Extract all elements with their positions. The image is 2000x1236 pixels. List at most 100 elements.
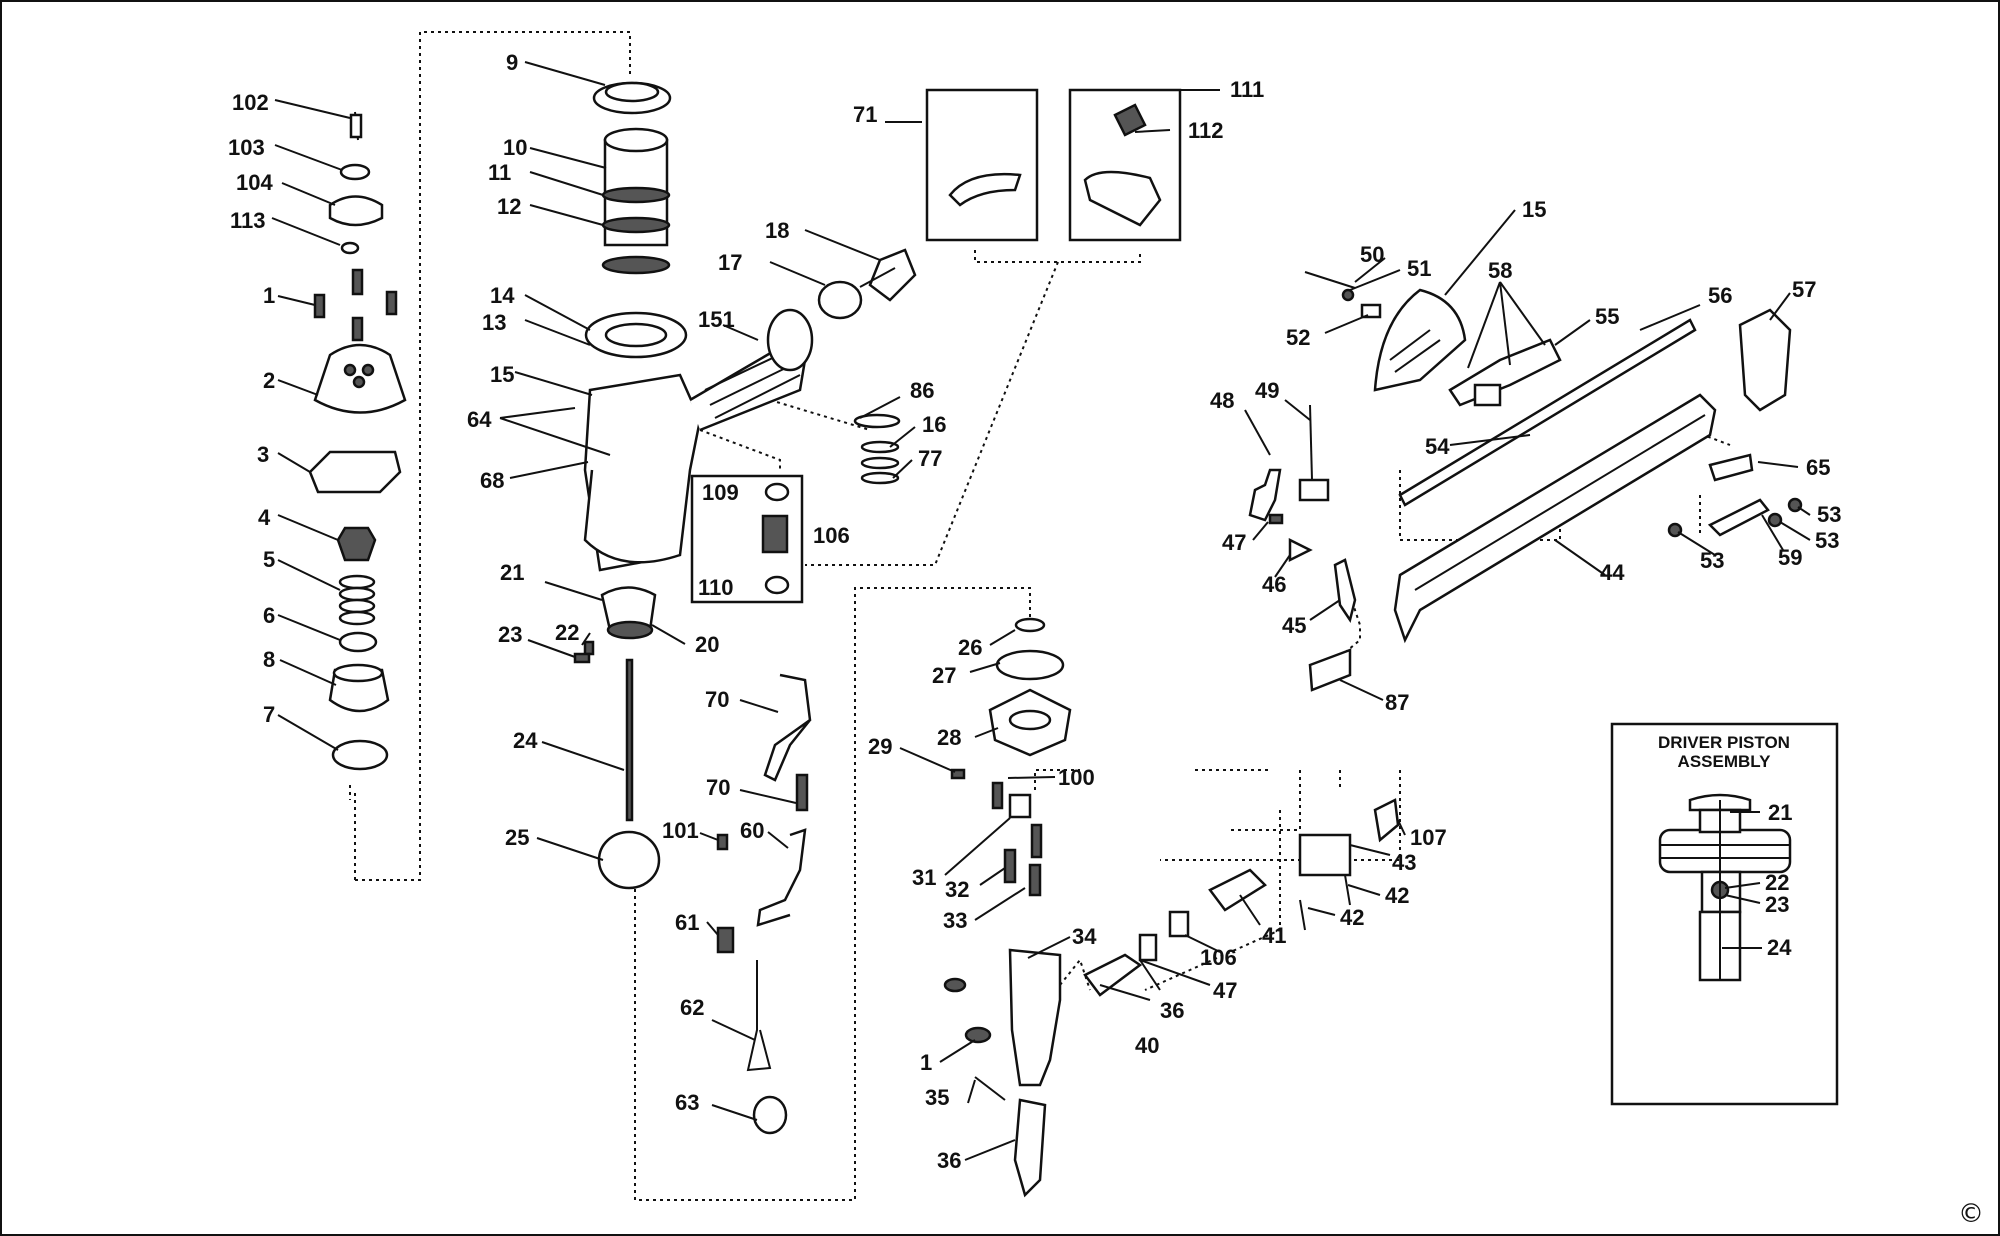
label-59: 59	[1778, 545, 1802, 570]
o-ring-17	[817, 280, 863, 320]
label-10: 10	[503, 135, 527, 160]
label-86: 86	[910, 378, 934, 403]
label-58: 58	[1488, 258, 1512, 283]
label-70-top: 70	[705, 687, 729, 712]
label-1-nose: 1	[920, 1050, 932, 1075]
label-47-nose: 47	[1213, 978, 1237, 1003]
bolt-50	[1304, 271, 1356, 289]
label-7: 7	[263, 702, 275, 727]
cylinder-parts	[584, 81, 688, 359]
pin-32	[1030, 823, 1043, 859]
label-104: 104	[236, 170, 273, 195]
spring-5	[338, 610, 376, 626]
label-13: 13	[482, 310, 506, 335]
label-3: 3	[257, 442, 269, 467]
rail-56	[1398, 318, 1697, 507]
washer-103	[339, 163, 371, 181]
label-49: 49	[1255, 378, 1279, 403]
trigger-70a	[763, 673, 812, 782]
pin-22	[583, 640, 595, 656]
screw-1a	[313, 293, 326, 319]
accessory-boxes	[690, 88, 1182, 604]
label-52: 52	[1286, 325, 1310, 350]
pin-35	[974, 1076, 1006, 1101]
trigger-parts	[716, 673, 812, 1135]
spring-61	[716, 926, 735, 954]
nose-parts	[943, 617, 1400, 1198]
cap-112	[1113, 103, 1147, 137]
driver-piston-inset: DRIVER PISTON ASSEMBLY	[1610, 722, 1839, 1106]
block-43	[1298, 833, 1352, 877]
label-36-bottom: 36	[937, 1148, 961, 1173]
screw-1-nose	[943, 977, 967, 993]
label-22: 22	[555, 620, 579, 645]
spring-70b	[795, 773, 809, 812]
label-106-top: 106	[813, 523, 850, 548]
label-48: 48	[1210, 388, 1234, 413]
label-43: 43	[1392, 850, 1416, 875]
label-57: 57	[1792, 277, 1816, 302]
box-111	[1068, 88, 1182, 242]
valve-4	[336, 526, 377, 562]
pin-42a	[1299, 899, 1306, 931]
label-42-lower: 42	[1340, 905, 1364, 930]
nose-34	[1008, 948, 1062, 1087]
label-26: 26	[958, 635, 982, 660]
label-inset-24: 24	[1767, 935, 1792, 960]
label-1-top: 1	[263, 283, 275, 308]
piston-ring-20	[606, 620, 654, 640]
label-87: 87	[1385, 690, 1409, 715]
label-101: 101	[662, 818, 699, 843]
label-18: 18	[765, 218, 789, 243]
label-16: 16	[922, 412, 946, 437]
bracket-59	[1707, 498, 1770, 537]
label-50: 50	[1360, 242, 1384, 267]
label-20: 20	[695, 632, 719, 657]
label-47-mag: 47	[1222, 530, 1246, 555]
pin-33	[1028, 863, 1042, 897]
label-56: 56	[1708, 283, 1732, 308]
label-45: 45	[1282, 613, 1306, 638]
fitting-106	[761, 514, 789, 554]
label-25: 25	[505, 825, 529, 850]
label-32: 32	[945, 877, 969, 902]
label-71: 71	[853, 102, 877, 127]
label-54: 54	[1425, 434, 1450, 459]
pin-16	[860, 440, 900, 454]
label-4: 4	[258, 505, 271, 530]
label-17: 17	[718, 250, 742, 275]
label-28: 28	[937, 725, 961, 750]
copyright-symbol: ©	[1958, 1199, 1984, 1229]
label-15-right: 15	[1522, 197, 1546, 222]
label-64: 64	[467, 407, 492, 432]
label-23: 23	[498, 622, 522, 647]
bracket-40	[1083, 953, 1143, 997]
latch-45	[1333, 558, 1357, 624]
nut-53c	[1667, 522, 1683, 538]
piston-parts	[573, 586, 661, 890]
label-2: 2	[263, 368, 275, 393]
pin-101	[716, 833, 729, 851]
screw-1c	[385, 290, 398, 316]
spring-49	[1309, 404, 1313, 481]
label-60: 60	[740, 818, 764, 843]
label-9: 9	[506, 50, 518, 75]
magazine-parts	[1248, 271, 1803, 692]
label-51: 51	[1407, 256, 1431, 281]
label-12: 12	[497, 194, 521, 219]
label-6: 6	[263, 603, 275, 628]
driver-24	[625, 658, 634, 822]
screw-1d	[351, 316, 364, 342]
end-cap-57	[1738, 308, 1792, 412]
label-68: 68	[480, 468, 504, 493]
o-ring-11	[601, 186, 671, 204]
label-102: 102	[232, 90, 269, 115]
label-33: 33	[943, 908, 967, 933]
wire-62	[746, 960, 772, 1072]
label-41: 41	[1262, 923, 1286, 948]
inset-frame	[1610, 722, 1839, 1106]
label-100: 100	[1058, 765, 1095, 790]
bracket-48	[1248, 468, 1282, 522]
